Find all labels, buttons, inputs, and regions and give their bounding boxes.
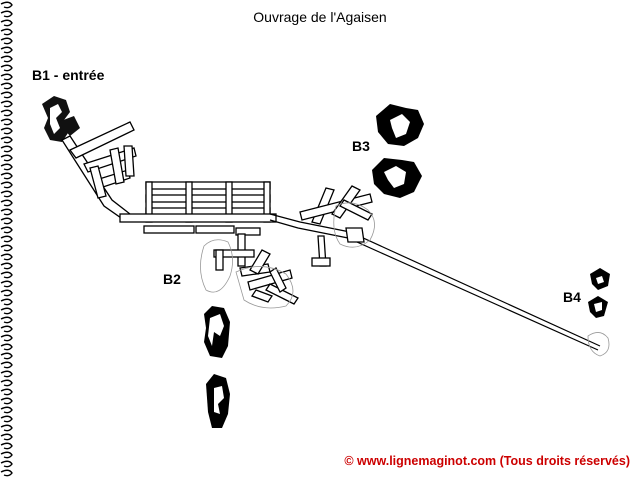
spiral-coil	[0, 397, 13, 405]
spiral-coil	[0, 460, 13, 468]
b2-rock-outline	[200, 239, 294, 309]
spiral-coil	[0, 370, 13, 378]
label-b1-entree: B1 - entrée	[32, 67, 105, 83]
spiral-coil	[0, 73, 13, 81]
spiral-coil	[0, 91, 13, 99]
map-title: Ouvrage de l'Agaisen	[253, 9, 387, 25]
spiral-coil	[0, 361, 13, 369]
spiral-coil	[0, 424, 13, 432]
spiral-coil	[0, 136, 13, 144]
b3-block-lower	[372, 158, 422, 198]
spiral-coil	[0, 334, 13, 342]
b1-entrance-block	[42, 96, 80, 142]
spiral-coil	[0, 388, 13, 396]
spiral-coil	[0, 109, 13, 117]
spiral-coil	[0, 433, 13, 441]
spiral-coil	[0, 451, 13, 459]
spiral-coil	[0, 145, 13, 153]
b3-branch	[299, 185, 373, 267]
spiral-coil	[0, 415, 13, 423]
spiral-coil	[0, 316, 13, 324]
spiral-coil	[0, 118, 13, 126]
spiral-coil	[0, 442, 13, 450]
spiral-coil	[0, 217, 13, 225]
b2-block-upper	[204, 306, 230, 358]
b4-block-lower	[588, 296, 608, 318]
spiral-coil	[0, 100, 13, 108]
spiral-coil	[0, 280, 13, 288]
spiral-coil	[0, 154, 13, 162]
b2-block-lower	[206, 374, 230, 428]
spiral-coil	[0, 262, 13, 270]
notebook-spiral-binding-icon	[0, 1, 13, 477]
spiral-coil	[0, 1, 13, 9]
barracks-galleries	[119, 181, 277, 236]
spiral-coil	[0, 127, 13, 135]
spiral-coil	[0, 172, 13, 180]
spiral-coil	[0, 226, 13, 234]
spiral-coil	[0, 19, 13, 27]
spiral-coil	[0, 82, 13, 90]
spiral-coil	[0, 343, 13, 351]
spiral-coil	[0, 55, 13, 63]
spiral-coil	[0, 244, 13, 252]
spiral-coil	[0, 190, 13, 198]
spiral-coil	[0, 10, 13, 18]
spiral-coil	[0, 325, 13, 333]
label-b3: B3	[352, 138, 370, 154]
spiral-coil	[0, 64, 13, 72]
spiral-coil	[0, 235, 13, 243]
b4-block-upper	[590, 268, 610, 290]
spiral-coil	[0, 379, 13, 387]
spiral-coil	[0, 208, 13, 216]
spiral-coil	[0, 289, 13, 297]
b4-end-outline	[587, 332, 610, 357]
spiral-coil	[0, 352, 13, 360]
spiral-coil	[0, 271, 13, 279]
b3-block-upper	[376, 104, 424, 146]
spiral-coil	[0, 46, 13, 54]
spiral-coil	[0, 406, 13, 414]
spiral-coil	[0, 298, 13, 306]
spiral-coil	[0, 469, 13, 477]
label-b4: B4	[563, 289, 581, 305]
main-tunnel	[269, 213, 601, 351]
spiral-coil	[0, 28, 13, 36]
copyright-notice: © www.lignemaginot.com (Tous droits rése…	[344, 454, 630, 468]
label-b2: B2	[163, 271, 181, 287]
spiral-coil	[0, 253, 13, 261]
b2-branch	[213, 233, 299, 305]
b3-rock-outline	[333, 202, 375, 248]
spiral-coil	[0, 307, 13, 315]
b1-corridor	[61, 121, 137, 221]
spiral-coil	[0, 37, 13, 45]
spiral-coil	[0, 181, 13, 189]
spiral-coil	[0, 199, 13, 207]
spiral-coil	[0, 163, 13, 171]
